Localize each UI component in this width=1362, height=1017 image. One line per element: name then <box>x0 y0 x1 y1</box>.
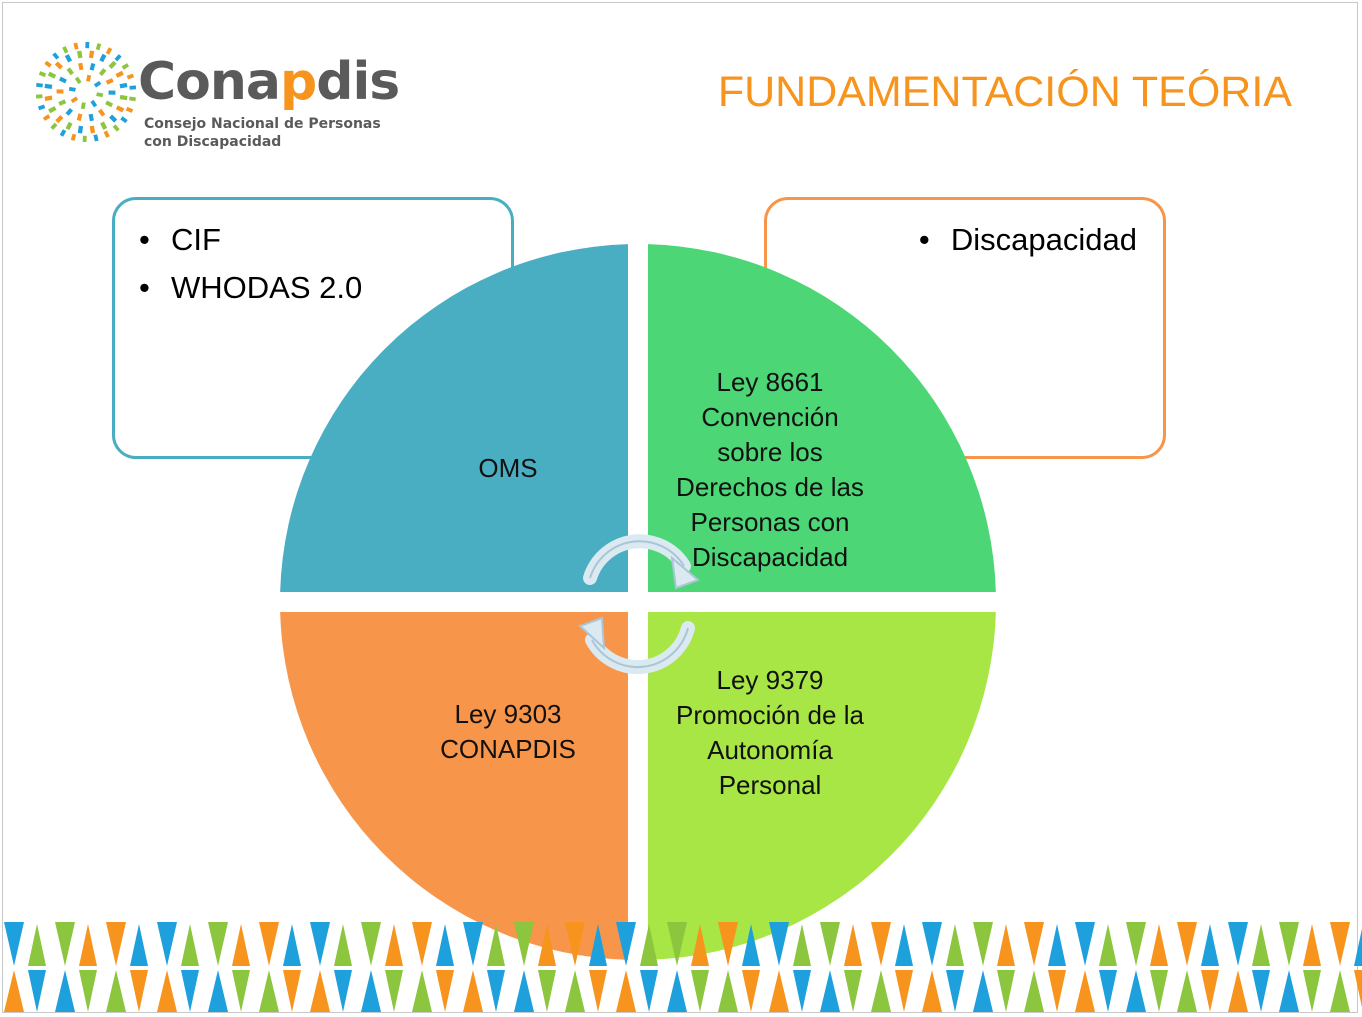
quadrant-line: Promoción de la <box>676 700 864 730</box>
starburst-logo-icon <box>36 42 136 142</box>
convention-concepts-list: Discapacidad <box>919 216 1137 264</box>
quadrant-line: Discapacidad <box>691 542 849 572</box>
quadrant-line: Ley 9303 <box>454 699 562 729</box>
quadrant-ley-9379 <box>648 612 996 960</box>
quadrant-line: Personas con <box>690 507 850 537</box>
list-item: Discapacidad <box>919 216 1137 264</box>
quadrant-line: Ley 9379 <box>716 665 824 695</box>
quadrant-oms <box>280 244 628 592</box>
quadrant-line: CONAPDIS <box>440 734 576 764</box>
quadrant-label-oms: OMS <box>388 451 628 486</box>
quadrant-line: OMS <box>478 453 538 483</box>
logo-subtitle-line1: Consejo Nacional de Personas <box>144 116 381 132</box>
logo-subtitle-line2: con Discapacidad <box>144 134 282 150</box>
slide-title: FUNDAMENTACIÓN TEÓRIA <box>717 68 1292 116</box>
quadrant-line: Derechos de las <box>676 472 864 502</box>
decorative-footer-pattern <box>4 922 1362 1012</box>
logo-wordmark: Conapdis <box>138 52 400 112</box>
quadrant-line: Convención <box>701 402 839 432</box>
quadrant-label-ley-9303: Ley 9303 CONAPDIS <box>388 697 628 767</box>
quadrant-ley-8661 <box>648 244 996 592</box>
quadrant-label-ley-8661: Ley 8661 Convención sobre los Derechos d… <box>650 365 890 575</box>
quadrant-line: Ley 8661 <box>716 367 824 397</box>
quadrant-line: sobre los <box>717 437 823 467</box>
logo-subtitle: Consejo Nacional de Personas con Discapa… <box>144 115 381 151</box>
quadrant-line: Personal <box>718 770 822 800</box>
quadrant-line: Autonomía <box>707 735 833 765</box>
list-item: WHODAS 2.0 <box>139 264 362 312</box>
cycle-arrows-icon <box>578 534 700 675</box>
quadrant-ley-9303 <box>280 612 628 960</box>
quadrant-label-ley-9379: Ley 9379 Promoción de la Autonomía Perso… <box>650 663 890 803</box>
list-item: CIF <box>139 216 362 264</box>
oms-instruments-list: CIF WHODAS 2.0 <box>139 216 362 312</box>
